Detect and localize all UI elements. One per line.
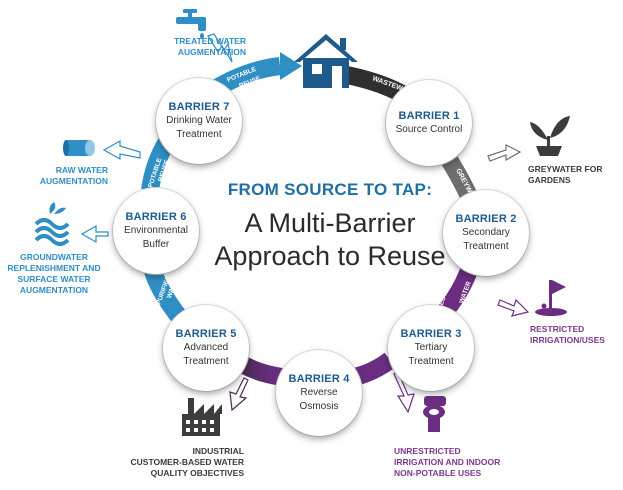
barrier-6-node: BARRIER 6 Environmental Buffer <box>113 188 199 274</box>
barrier-3-label: BARRIER 3 <box>400 328 462 340</box>
barrier-5-node: BARRIER 5 Advanced Treatment <box>163 305 249 391</box>
label-industrial: INDUSTRIAL CUSTOMER-BASED WATER QUALITY … <box>104 446 245 479</box>
barrier-1-label: BARRIER 1 <box>398 110 460 122</box>
arrow-industrial <box>229 377 249 412</box>
title-multi-barrier: A Multi-Barrier Approach to Reuse <box>180 207 480 273</box>
arrow-to-house <box>280 52 302 80</box>
barrier-2-name-line2: Treatment <box>463 241 509 252</box>
grey-line2: GARDENS <box>528 175 571 185</box>
plant-icon <box>530 116 570 156</box>
toilet-icon <box>423 396 446 432</box>
label-greywater-gardens: GREYWATER FOR GARDENS <box>528 164 620 186</box>
arrow-restricted <box>497 298 530 317</box>
unrestricted-line1: UNRESTRICTED <box>394 446 461 456</box>
barrier-7-node: BARRIER 7 Drinking Water Treatment <box>156 78 242 164</box>
barrier-6-label: BARRIER 6 <box>125 211 187 223</box>
title-source-to-tap: FROM SOURCE TO TAP: <box>227 180 433 199</box>
arrow-groundwater <box>80 224 109 244</box>
label-groundwater: GROUNDWATER REPLENISHMENT AND SURFACE WA… <box>4 252 104 296</box>
ground-line3: SURFACE WATER <box>17 274 91 284</box>
barrier-2-node: BARRIER 2 Secondary Treatment <box>443 190 529 276</box>
factory-icon <box>182 398 222 436</box>
barrier-7-name-line2: Treatment <box>176 129 222 140</box>
water-waves-icon <box>34 202 70 246</box>
barrier-6-name-line2: Buffer <box>142 239 170 250</box>
pipe-icon <box>63 140 95 156</box>
barrier-1-node: BARRIER 1 Source Control <box>386 80 472 166</box>
house-icon <box>294 34 358 88</box>
title-line-b: Approach to Reuse <box>214 241 446 271</box>
industrial-line1: INDUSTRIAL <box>192 446 244 456</box>
barrier-1-name: Source Control <box>395 124 463 135</box>
industrial-line3: QUALITY OBJECTIVES <box>150 468 244 478</box>
barrier-2-label: BARRIER 2 <box>455 213 517 225</box>
label-treated-water: TREATED WATER AUGMENTATION <box>134 36 246 58</box>
ground-line1: GROUNDWATER <box>20 252 88 262</box>
barrier-4-name-line1: Reverse <box>300 387 338 398</box>
barrier-4-name-line2: Osmosis <box>299 401 339 412</box>
barrier-5-name-line2: Treatment <box>183 356 229 367</box>
unrestricted-line3: NON-POTABLE USES <box>394 468 482 478</box>
barrier-5-name-line1: Advanced <box>183 342 229 353</box>
barrier-3-node: BARRIER 3 Tertiary Treatment <box>388 305 474 391</box>
golf-flag-icon <box>535 280 567 316</box>
ground-line4: AUGMENTATION <box>19 285 89 295</box>
treated-line2: AUGMENTATION <box>177 47 246 57</box>
barrier-4-node: BARRIER 4 Reverse Osmosis <box>276 350 362 436</box>
ground-line2: REPLENISHMENT AND <box>7 263 101 273</box>
label-unrestricted: UNRESTRICTED IRRIGATION AND INDOOR NON-P… <box>394 446 544 479</box>
faucet-icon <box>176 9 206 39</box>
title-line-a: A Multi-Barrier <box>244 208 416 238</box>
unrestricted-line2: IRRIGATION AND INDOOR <box>394 457 501 467</box>
barrier-7-label: BARRIER 7 <box>168 101 230 113</box>
barrier-2-name-line1: Secondary <box>462 227 510 238</box>
arrow-raw-water <box>102 139 141 161</box>
label-raw-water: RAW WATER AUGMENTATION <box>26 165 108 187</box>
barrier-6-name-line1: Environmental <box>124 225 188 236</box>
raw-line1: RAW WATER <box>55 165 108 175</box>
restricted-line2: IRRIGATION/USES <box>530 335 605 345</box>
barrier-3-name-line1: Tertiary <box>414 342 448 353</box>
treated-line1: TREATED WATER <box>174 36 246 46</box>
grey-line1: GREYWATER FOR <box>528 164 603 174</box>
barrier-5-label: BARRIER 5 <box>175 328 237 340</box>
arrow-treated-water <box>207 33 233 63</box>
label-restricted: RESTRICTED IRRIGATION/USES <box>530 324 620 346</box>
restricted-line1: RESTRICTED <box>530 324 585 334</box>
raw-line2: AUGMENTATION <box>39 176 108 186</box>
barrier-3-name-line2: Treatment <box>408 356 454 367</box>
arrow-greywater-gardens <box>487 144 522 162</box>
industrial-line2: CUSTOMER-BASED WATER <box>130 457 245 467</box>
barrier-7-name-line1: Drinking Water <box>166 115 232 126</box>
barrier-4-label: BARRIER 4 <box>288 373 350 385</box>
